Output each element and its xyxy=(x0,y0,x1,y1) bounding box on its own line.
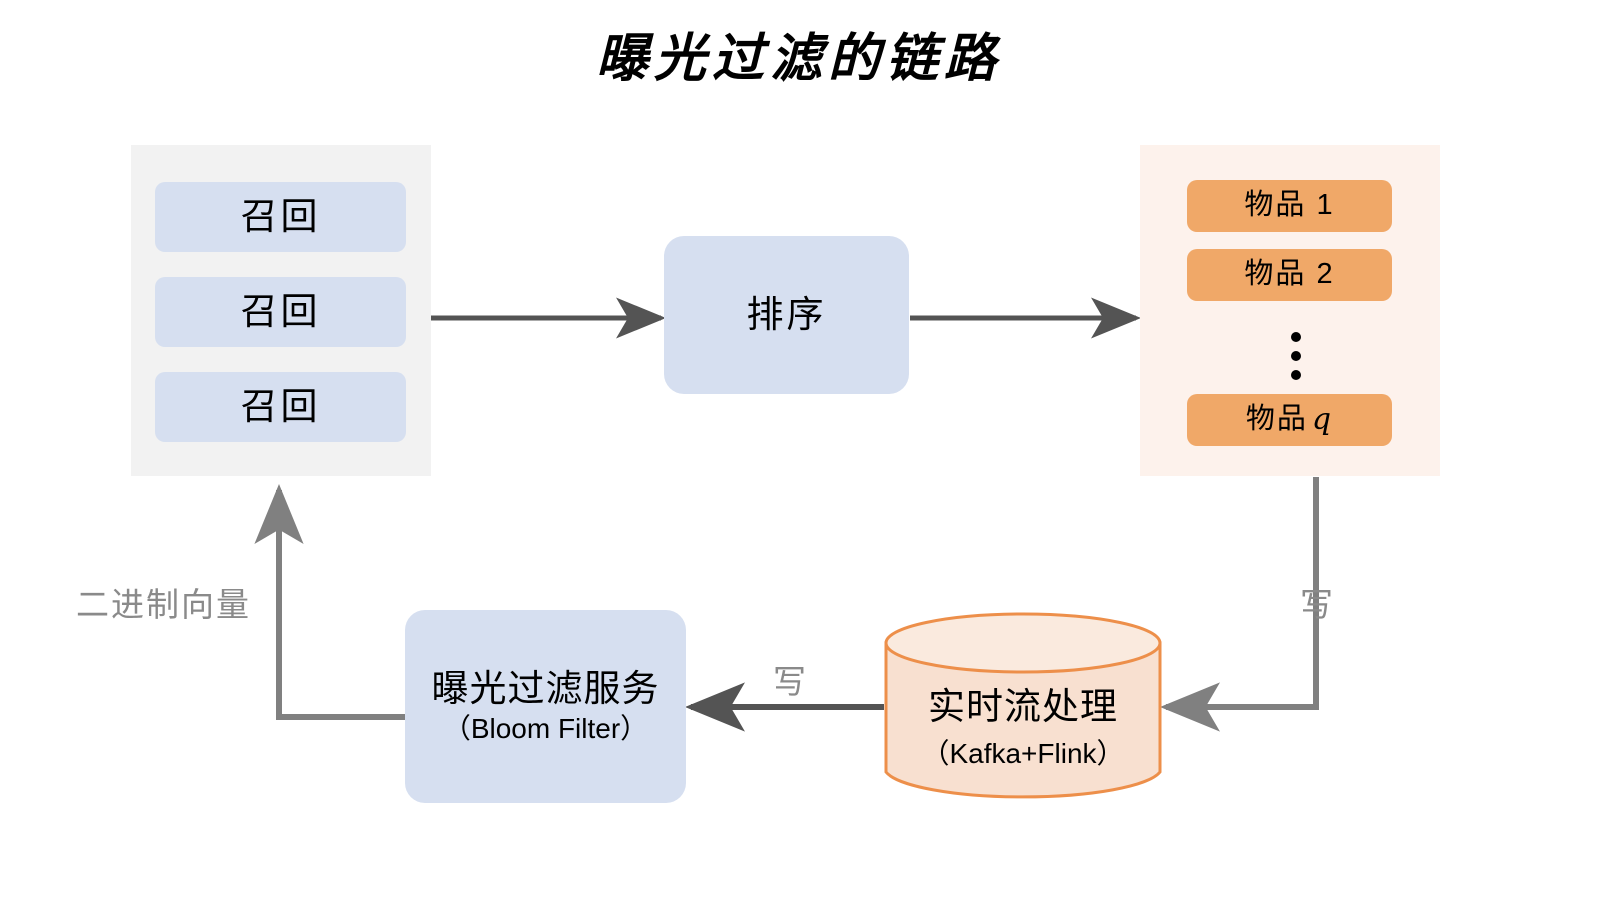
item-box-last-prefix: 物品 xyxy=(1245,403,1308,436)
edge-label-write-stream-to-bloom: 写 xyxy=(773,663,808,700)
recall-box-3[interactable]: 召回 xyxy=(155,372,406,442)
edge-label-binary-vector: 二进制向量 xyxy=(76,586,251,623)
stream-processing-subtitle: （Kafka+Flink） xyxy=(921,738,1125,769)
recall-box-2[interactable]: 召回 xyxy=(155,277,406,347)
ellipsis-dot xyxy=(1291,332,1301,342)
arrow-bloom-to-recall xyxy=(254,484,405,720)
item-box-last-suffix: q xyxy=(1311,401,1334,437)
item-box-2[interactable]: 物品 2 xyxy=(1187,249,1392,301)
stream-processing-title: 实时流处理 xyxy=(928,686,1118,727)
bloom-filter-title: 曝光过滤服务 xyxy=(431,668,660,710)
page-title: 曝光过滤的链路 xyxy=(595,28,1002,89)
ellipsis-dot xyxy=(1291,351,1301,361)
vertical-ellipsis-icon xyxy=(1288,332,1304,380)
database-cylinder-icon xyxy=(884,612,1162,799)
bloom-filter-service-box[interactable]: 曝光过滤服务 （Bloom Filter） xyxy=(405,610,686,803)
recall-box-1[interactable]: 召回 xyxy=(155,182,406,252)
item-box-1[interactable]: 物品 1 xyxy=(1187,180,1392,232)
stream-processing-label[interactable]: 实时流处理 （Kafka+Flink） xyxy=(884,676,1162,772)
ellipsis-dot xyxy=(1291,370,1301,380)
edge-label-write-items-to-stream: 写 xyxy=(1300,586,1335,623)
rank-box[interactable]: 排序 xyxy=(664,236,909,394)
arrow-items-to-stream xyxy=(1160,477,1319,732)
bloom-filter-subtitle: （Bloom Filter） xyxy=(442,712,649,744)
item-box-last[interactable]: 物品 q xyxy=(1187,394,1392,446)
